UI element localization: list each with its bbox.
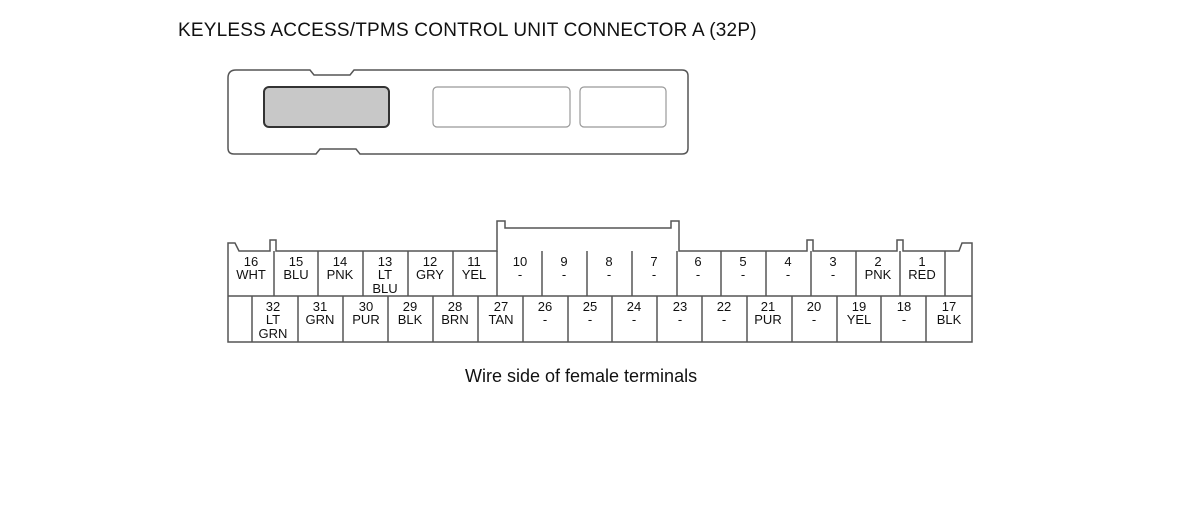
wire-color-label: TAN [488,312,513,327]
wire-color-label: - [696,267,700,282]
wire-color-label: - [652,267,656,282]
terminal-number: 11 [467,254,481,269]
terminal-number: 21 [761,299,775,314]
wire-color-label: PNK [865,267,892,282]
terminal-number: 16 [244,254,258,269]
wire-color-label: GRN [259,326,288,341]
terminal-number: 31 [313,299,327,314]
terminal-number: 10 [513,254,527,269]
wire-color-label: GRY [416,267,444,282]
terminal-number: 18 [897,299,911,314]
connector-face-view [227,69,689,155]
wire-color-label: WHT [236,267,266,282]
terminal-number: 5 [739,254,746,269]
wire-color-label: BRN [441,312,468,327]
terminal-number: 2 [874,254,881,269]
terminal-number: 28 [448,299,462,314]
wire-color-label: - [741,267,745,282]
terminal-number: 29 [403,299,417,314]
connector-lock-tab [263,86,390,128]
terminal-number: 12 [423,254,437,269]
wire-color-label: PNK [327,267,354,282]
wire-color-label: YEL [462,267,487,282]
terminal-number: 27 [494,299,508,314]
wire-color-label: LT [266,312,280,327]
terminal-number: 22 [717,299,731,314]
connector-terminal-view [227,220,973,343]
wire-color-label: PUR [352,312,379,327]
terminal-number: 6 [694,254,701,269]
terminal-number: 8 [605,254,612,269]
terminal-number: 1 [918,254,925,269]
wire-color-label: - [722,312,726,327]
terminal-number: 32 [266,299,280,314]
terminal-number: 13 [378,254,392,269]
terminal-number: 15 [289,254,303,269]
wire-color-label: - [518,267,522,282]
wire-color-label: BLU [283,267,308,282]
diagram-caption: Wire side of female terminals [465,366,698,386]
wire-color-label: BLK [937,312,962,327]
terminal-number: 14 [333,254,347,269]
terminal-number: 4 [784,254,791,269]
terminal-number: 9 [560,254,567,269]
terminal-number: 7 [650,254,657,269]
terminal-number: 20 [807,299,821,314]
wire-color-label: - [786,267,790,282]
terminal-number: 30 [359,299,373,314]
wire-color-label: BLK [398,312,423,327]
terminal-number: 3 [829,254,836,269]
wire-color-label: - [902,312,906,327]
terminal-number: 24 [627,299,641,314]
terminal-number: 23 [673,299,687,314]
wire-color-label: - [543,312,547,327]
diagram-title: KEYLESS ACCESS/TPMS CONTROL UNIT CONNECT… [178,20,757,41]
connector-slot [432,86,571,128]
wire-color-label: LT [378,267,392,282]
wire-color-label: GRN [306,312,335,327]
wire-color-label: - [562,267,566,282]
terminal-number: 26 [538,299,552,314]
wire-color-label: PUR [754,312,781,327]
wire-color-label: - [831,267,835,282]
terminal-number: 19 [852,299,866,314]
terminal-number: 25 [583,299,597,314]
wire-color-label: - [678,312,682,327]
wire-color-label: YEL [847,312,872,327]
wire-color-label: - [607,267,611,282]
wire-color-label: RED [908,267,935,282]
connector-slot [579,86,667,128]
wire-color-label: - [588,312,592,327]
terminal-number: 17 [942,299,956,314]
wire-color-label: BLU [372,281,397,296]
wire-color-label: - [812,312,816,327]
wire-color-label: - [632,312,636,327]
